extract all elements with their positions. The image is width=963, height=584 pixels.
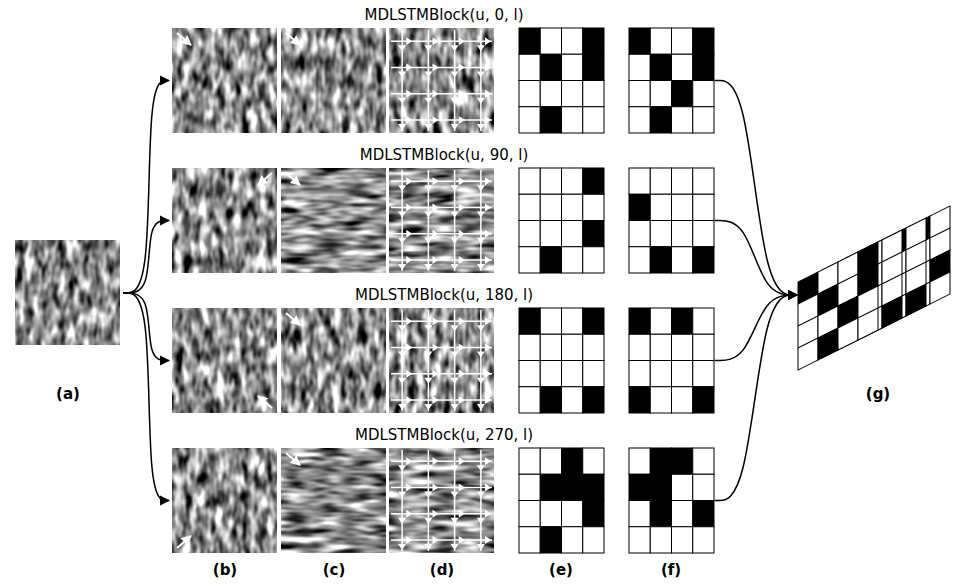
branch-arrow bbox=[123, 293, 169, 361]
texture-image bbox=[172, 448, 277, 553]
texture-image bbox=[389, 168, 494, 273]
block-title: MDLSTMBlock(u, 270, l) bbox=[355, 427, 533, 444]
texture-image bbox=[172, 28, 277, 133]
direction-arrow bbox=[177, 536, 191, 548]
output-grid bbox=[519, 448, 604, 553]
panel-letter: (a) bbox=[56, 386, 80, 403]
branch-arrow bbox=[123, 221, 169, 294]
block-title: MDLSTMBlock(u, 0, l) bbox=[364, 7, 523, 24]
panel-letter: (e) bbox=[549, 562, 573, 579]
panel-letter: (f) bbox=[661, 562, 681, 579]
panel-letter: (c) bbox=[323, 562, 346, 579]
texture-image bbox=[281, 28, 386, 133]
block-title: MDLSTMBlock(u, 180, l) bbox=[355, 287, 533, 304]
stacked-grid bbox=[870, 206, 950, 334]
texture-image bbox=[172, 168, 277, 273]
merge-arrow bbox=[715, 81, 797, 296]
branch-arrow bbox=[123, 81, 169, 294]
block-title: MDLSTMBlock(u, 90, l) bbox=[360, 147, 529, 164]
panel-letter: (g) bbox=[866, 386, 890, 403]
output-grid bbox=[629, 308, 714, 413]
figure bbox=[15, 28, 950, 553]
direction-arrow bbox=[286, 453, 300, 465]
texture-image bbox=[281, 308, 386, 413]
stacked-grid bbox=[846, 218, 926, 346]
direction-arrow bbox=[258, 396, 272, 408]
direction-arrow bbox=[286, 313, 300, 325]
texture-image bbox=[389, 28, 494, 133]
scan-arrows bbox=[391, 170, 492, 271]
texture-image bbox=[281, 448, 386, 553]
texture-image bbox=[172, 308, 277, 413]
direction-arrow bbox=[286, 33, 300, 45]
texture-image bbox=[389, 308, 494, 413]
direction-arrow bbox=[258, 173, 272, 185]
merge-arrow bbox=[715, 295, 797, 501]
panel-letter: (d) bbox=[430, 562, 454, 579]
output-grid bbox=[519, 168, 604, 273]
texture-image bbox=[281, 168, 386, 273]
direction-arrow bbox=[177, 33, 191, 45]
texture-image bbox=[389, 448, 494, 553]
direction-arrow bbox=[286, 173, 300, 185]
output-grid bbox=[629, 28, 714, 133]
scan-arrows bbox=[391, 30, 492, 131]
stacked-grid bbox=[798, 242, 878, 370]
scan-arrows bbox=[391, 450, 492, 551]
branch-arrow bbox=[123, 293, 169, 501]
output-grid bbox=[629, 448, 714, 553]
panel-letter: (b) bbox=[213, 562, 237, 579]
output-grid bbox=[519, 28, 604, 133]
output-grid bbox=[519, 308, 604, 413]
merge-arrow bbox=[715, 295, 797, 361]
merge-arrow bbox=[715, 221, 797, 296]
texture-image bbox=[15, 240, 120, 345]
scan-arrows bbox=[391, 310, 492, 411]
output-grid bbox=[629, 168, 714, 273]
